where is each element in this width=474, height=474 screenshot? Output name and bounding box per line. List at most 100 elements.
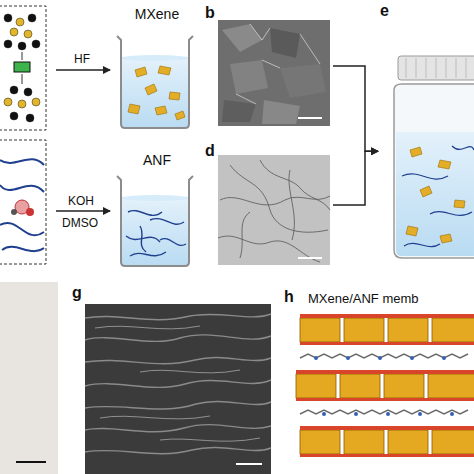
tem-image	[218, 160, 330, 262]
reaction-arrow	[56, 210, 110, 212]
dispersion-bottle	[402, 146, 474, 247]
membrane-model	[300, 430, 340, 454]
tem-image	[298, 257, 322, 259]
membrane-model	[296, 314, 474, 457]
sem-image	[230, 60, 268, 94]
dispersion-bottle	[436, 58, 437, 78]
membrane-model	[378, 356, 382, 360]
dispersion-bottle	[466, 58, 467, 78]
membrane-model	[418, 412, 422, 416]
cross-section-sem	[95, 326, 200, 329]
anf-beaker	[160, 239, 186, 246]
cross-section-sem	[236, 463, 262, 465]
membrane-model	[384, 374, 424, 398]
reagent-label: DMSO	[62, 216, 98, 230]
membrane-model	[442, 356, 446, 360]
dispersion-bottle	[430, 212, 472, 216]
anf-beaker	[130, 252, 166, 256]
max-phase-structure	[16, 18, 24, 26]
membrane-model	[388, 430, 428, 454]
max-phase-structure	[26, 114, 34, 122]
mxene-beaker	[117, 36, 193, 128]
membrane-model	[296, 370, 474, 374]
panel-label: ANF	[112, 152, 202, 168]
membrane-photo	[16, 461, 46, 463]
max-phase-structure	[22, 52, 23, 60]
sem-image	[236, 24, 320, 104]
dispersion-bottle	[438, 160, 451, 169]
kevlar-fibre-sketch	[0, 223, 44, 235]
dispersion-bottle	[398, 56, 474, 80]
cross-section-sem	[85, 357, 271, 363]
membrane-model	[300, 342, 474, 345]
mxene-beaker	[175, 111, 185, 120]
cross-section-sem	[100, 416, 210, 419]
mxene-beaker	[121, 55, 189, 61]
sem-image	[222, 24, 262, 52]
membrane-model	[314, 356, 454, 416]
mxene-beaker	[128, 104, 140, 114]
membrane-model	[346, 356, 350, 360]
reagent-label: KOH	[68, 194, 94, 208]
sem-image	[218, 20, 330, 126]
image-panel: h MXene/ANF memb	[282, 288, 474, 474]
membrane-model	[300, 426, 474, 430]
membrane-photo	[0, 282, 58, 474]
membrane-model	[344, 318, 384, 342]
anf-beaker	[126, 211, 186, 256]
panel-label: h	[284, 288, 294, 306]
max-phase-structure	[4, 40, 12, 48]
dispersion-bottle	[440, 234, 452, 243]
kevlar-fibre-sketch	[2, 247, 44, 251]
anf-beaker	[121, 198, 189, 266]
cross-section-sem	[160, 438, 260, 441]
dispersion-bottle	[394, 56, 474, 258]
sem-image	[270, 28, 300, 58]
image-panel: g	[70, 284, 272, 474]
max-phase-structure	[10, 28, 18, 36]
cross-section-sem	[85, 380, 271, 387]
membrane-model	[322, 412, 326, 416]
tem-image	[218, 155, 330, 265]
kevlar-fibre-sketch	[0, 185, 44, 192]
membrane-model	[386, 412, 390, 416]
tem-image	[260, 160, 330, 210]
max-phase-structure	[32, 40, 40, 48]
tem-image	[220, 196, 330, 205]
cross-section-sem	[140, 370, 240, 373]
panel-title: MXene/ANF memb	[308, 291, 419, 307]
image-panel: b	[203, 4, 333, 128]
dispersion-bottle	[394, 84, 474, 258]
dispersion-bottle	[446, 58, 447, 78]
anf-beaker	[140, 226, 146, 252]
anf-beaker	[117, 176, 193, 266]
beaker-node: ANF	[112, 152, 202, 268]
dispersion-bottle	[404, 243, 440, 246]
mxene-beaker	[155, 106, 167, 115]
beaker-node: MXene	[112, 6, 202, 128]
max-phase-structure	[0, 6, 46, 130]
panel-label: MXene	[112, 6, 202, 22]
sem-image	[236, 94, 256, 104]
reaction-arrow	[56, 69, 110, 71]
membrane-model	[340, 374, 380, 398]
sem-image	[218, 20, 330, 126]
dispersion-bottle	[402, 174, 448, 179]
max-phase-structure	[4, 14, 40, 122]
panel-label: g	[72, 284, 82, 302]
dispersion-bottle	[454, 200, 465, 208]
kevlar-fibre-sketch	[0, 159, 44, 165]
membrane-model	[296, 314, 474, 457]
max-phase-structure	[14, 62, 30, 72]
membrane-model	[300, 454, 474, 457]
anf-beaker	[117, 176, 193, 266]
max-phase-structure	[4, 14, 12, 22]
max-phase-structure	[18, 42, 26, 50]
membrane-model	[410, 356, 414, 360]
max-phase-structure	[22, 74, 23, 84]
dispersion-bottle	[420, 186, 432, 197]
anf-beaker	[126, 236, 160, 242]
anf-beaker	[121, 195, 189, 201]
